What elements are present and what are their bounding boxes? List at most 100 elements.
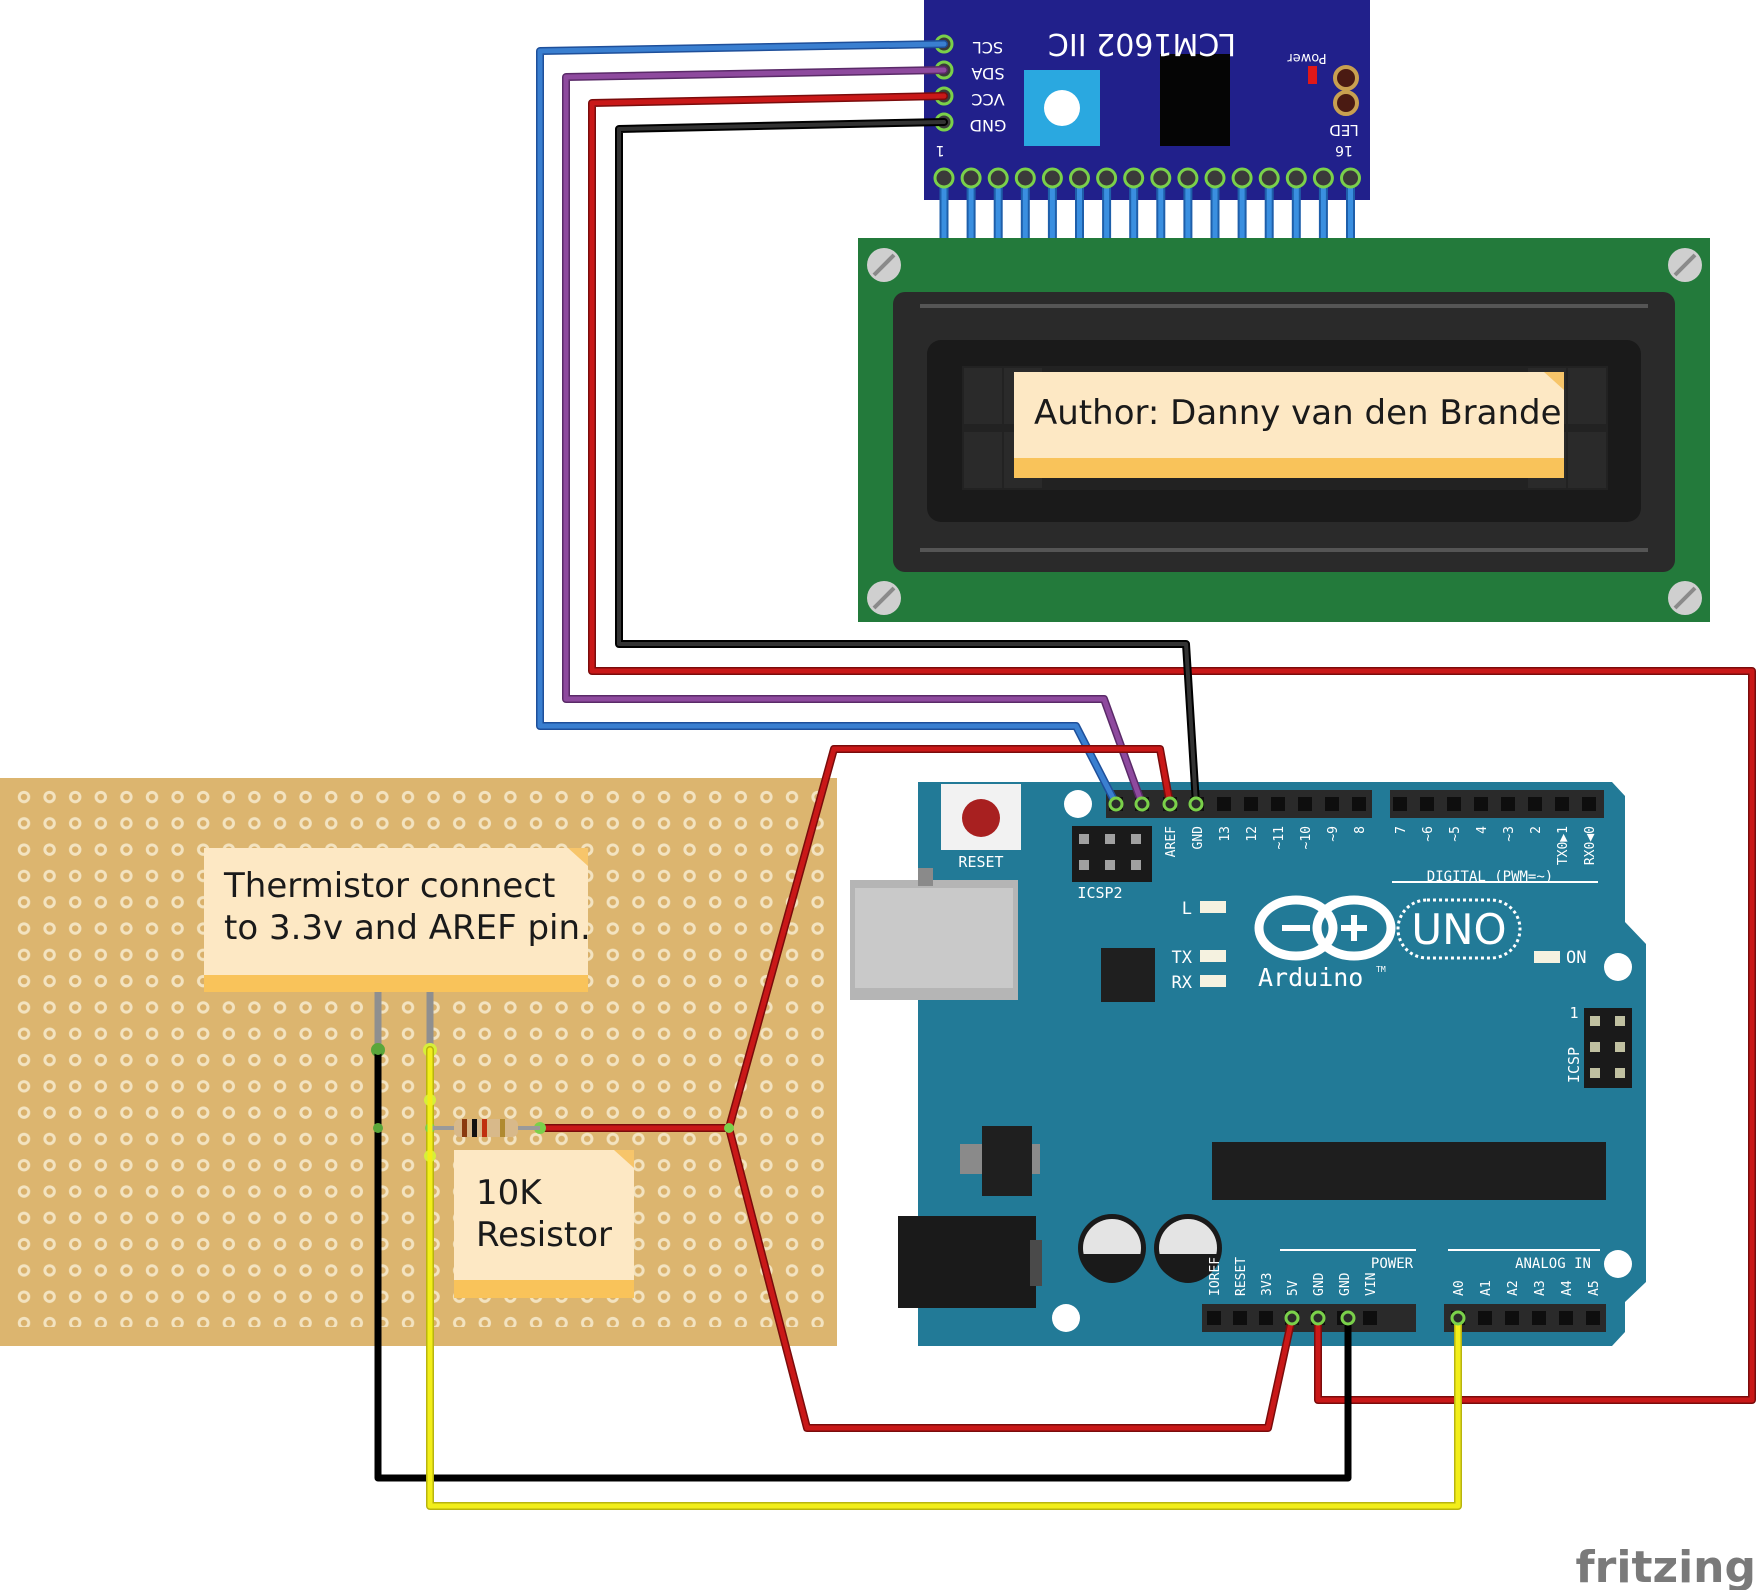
i2c-pin-gnd: GND bbox=[970, 116, 1007, 135]
digital-pin-label: 13 bbox=[1218, 826, 1233, 842]
resistor-10k[interactable] bbox=[430, 1119, 540, 1137]
power-label: POWER bbox=[1371, 1256, 1414, 1272]
reset-button[interactable] bbox=[962, 799, 1000, 837]
wires bbox=[373, 40, 1756, 1510]
led-tx bbox=[1200, 950, 1226, 962]
digital-pin-hole[interactable] bbox=[1271, 797, 1285, 811]
digital-pin-label: ~10 bbox=[1299, 826, 1314, 849]
digital-pin-label: ~3 bbox=[1502, 826, 1517, 842]
led-rx bbox=[1200, 975, 1226, 987]
digital-pin-label: AREF bbox=[1164, 826, 1179, 857]
header-pin-pad bbox=[1177, 167, 1199, 189]
digital-pin-label: ~6 bbox=[1421, 826, 1436, 842]
resistor-note-line2: Resistor bbox=[476, 1215, 612, 1255]
header-pin-pad bbox=[1123, 167, 1145, 189]
i2c-pin-vcc: VCC bbox=[971, 90, 1004, 109]
resistor-note-line1: 10K bbox=[476, 1173, 543, 1213]
power-pin-hole[interactable] bbox=[1233, 1311, 1247, 1325]
digital-pin-label: ~11 bbox=[1272, 826, 1287, 849]
icsp-pin1-label: 1 bbox=[1569, 1004, 1578, 1022]
digital-pin-hole[interactable] bbox=[1420, 797, 1434, 811]
thermistor-note: Thermistor connect to 3.3v and AREF pin. bbox=[204, 848, 591, 992]
digital-pin-hole[interactable] bbox=[1217, 797, 1231, 811]
led-rx-label: RX bbox=[1172, 973, 1193, 993]
power-pin-label: VIN bbox=[1364, 1273, 1379, 1296]
analog-pin-label: A0 bbox=[1452, 1280, 1467, 1296]
analog-pin-hole[interactable] bbox=[1559, 1311, 1573, 1325]
arduino-uno: RESET ICSP2 L TX RX ON UN bbox=[850, 782, 1646, 1346]
led-jumper-pin[interactable] bbox=[1333, 90, 1359, 116]
power-pin-hole[interactable] bbox=[1207, 1311, 1221, 1325]
power-pin-label: IOREF bbox=[1208, 1257, 1223, 1296]
i2c-chip bbox=[1160, 54, 1230, 146]
power-pin-label: RESET bbox=[1234, 1257, 1249, 1296]
atmega-chip bbox=[1212, 1142, 1606, 1200]
analog-pin-hole[interactable] bbox=[1532, 1311, 1546, 1325]
digital-pin-label: TX0▶1 bbox=[1556, 826, 1571, 865]
digital-pin-hole[interactable] bbox=[1474, 797, 1488, 811]
led-tx-label: TX bbox=[1172, 948, 1193, 968]
led-on-label: ON bbox=[1566, 948, 1586, 968]
led-l-label: L bbox=[1182, 899, 1192, 919]
analog-pin-label: A4 bbox=[1560, 1280, 1575, 1296]
thermistor-note-line1: Thermistor connect bbox=[223, 866, 555, 906]
digital-pin-hole[interactable] bbox=[1325, 797, 1339, 811]
uno-label: UNO bbox=[1411, 905, 1506, 954]
i2c-led-label: LED bbox=[1329, 121, 1358, 139]
power-pin-label: 5V bbox=[1286, 1280, 1301, 1296]
header-pin-pad bbox=[960, 167, 982, 189]
header-pin-pad bbox=[1204, 167, 1226, 189]
digital-pin-hole[interactable] bbox=[1528, 797, 1542, 811]
analog-pin-label: A2 bbox=[1506, 1280, 1521, 1296]
brand-label: Arduino bbox=[1258, 963, 1363, 992]
analog-pin-hole[interactable] bbox=[1586, 1311, 1600, 1325]
dc-jack bbox=[898, 1216, 1036, 1308]
digital-pin-hole[interactable] bbox=[1582, 797, 1596, 811]
power-pin-hole[interactable] bbox=[1259, 1311, 1273, 1325]
analog-header bbox=[1444, 1304, 1606, 1332]
regulator bbox=[982, 1126, 1032, 1196]
digital-pin-hole[interactable] bbox=[1393, 797, 1407, 811]
analog-pin-label: A3 bbox=[1533, 1280, 1548, 1296]
led-on bbox=[1534, 951, 1560, 963]
author-note-text: Author: Danny van den Brande bbox=[1034, 393, 1562, 433]
header-pin-pad bbox=[1312, 167, 1334, 189]
fritzing-logo: fritzing bbox=[1576, 1542, 1756, 1590]
header-pin-pad bbox=[1258, 167, 1280, 189]
digital-pin-label: RX0◀0 bbox=[1583, 826, 1598, 865]
analog-pin-hole[interactable] bbox=[1505, 1311, 1519, 1325]
digital-pin-label: 2 bbox=[1529, 826, 1544, 834]
header-pin-pad bbox=[1069, 167, 1090, 189]
digital-pin-hole[interactable] bbox=[1298, 797, 1312, 811]
digital-pin-label: 8 bbox=[1353, 826, 1368, 834]
digital-pin-hole[interactable] bbox=[1244, 797, 1258, 811]
digital-pin-hole[interactable] bbox=[1501, 797, 1515, 811]
i2c-pin-first: 1 bbox=[936, 142, 945, 158]
power-pin-hole[interactable] bbox=[1363, 1311, 1377, 1325]
header-pin-pad bbox=[987, 167, 1009, 189]
analog-pin-hole[interactable] bbox=[1478, 1311, 1492, 1325]
analog-label: ANALOG IN bbox=[1515, 1256, 1591, 1272]
digital-pin-hole[interactable] bbox=[1555, 797, 1569, 811]
thermistor-note-line2: to 3.3v and AREF pin. bbox=[224, 908, 591, 948]
digital-pin-label: ~9 bbox=[1326, 826, 1341, 842]
header-pin-pad bbox=[933, 167, 955, 189]
digital-pin-hole[interactable] bbox=[1352, 797, 1366, 811]
tm-label: TM bbox=[1376, 965, 1386, 974]
capacitor bbox=[1154, 1214, 1222, 1283]
wire-gnd-thermistor[interactable] bbox=[374, 1046, 1352, 1482]
reset-label: RESET bbox=[958, 853, 1003, 871]
power-pin-label: 3V3 bbox=[1260, 1273, 1275, 1296]
header-pin-pad bbox=[1285, 167, 1307, 189]
i2c-power-label: Power bbox=[1287, 50, 1327, 65]
digital-pin-label: 12 bbox=[1245, 826, 1260, 842]
led-jumper-pin[interactable] bbox=[1333, 65, 1359, 91]
analog-pin-label: A1 bbox=[1479, 1280, 1494, 1296]
header-pin-pad bbox=[1231, 167, 1253, 189]
digital-pin-label: GND bbox=[1191, 826, 1206, 850]
digital-pin-hole[interactable] bbox=[1447, 797, 1461, 811]
i2c-module: LCM1602 IIC Power SCL SDA VCC GND 1 16 L… bbox=[924, 0, 1370, 200]
arduino-logo: UNO Arduino TM bbox=[1254, 895, 1522, 992]
lcd-display: Author: Danny van den Brande bbox=[858, 238, 1710, 622]
